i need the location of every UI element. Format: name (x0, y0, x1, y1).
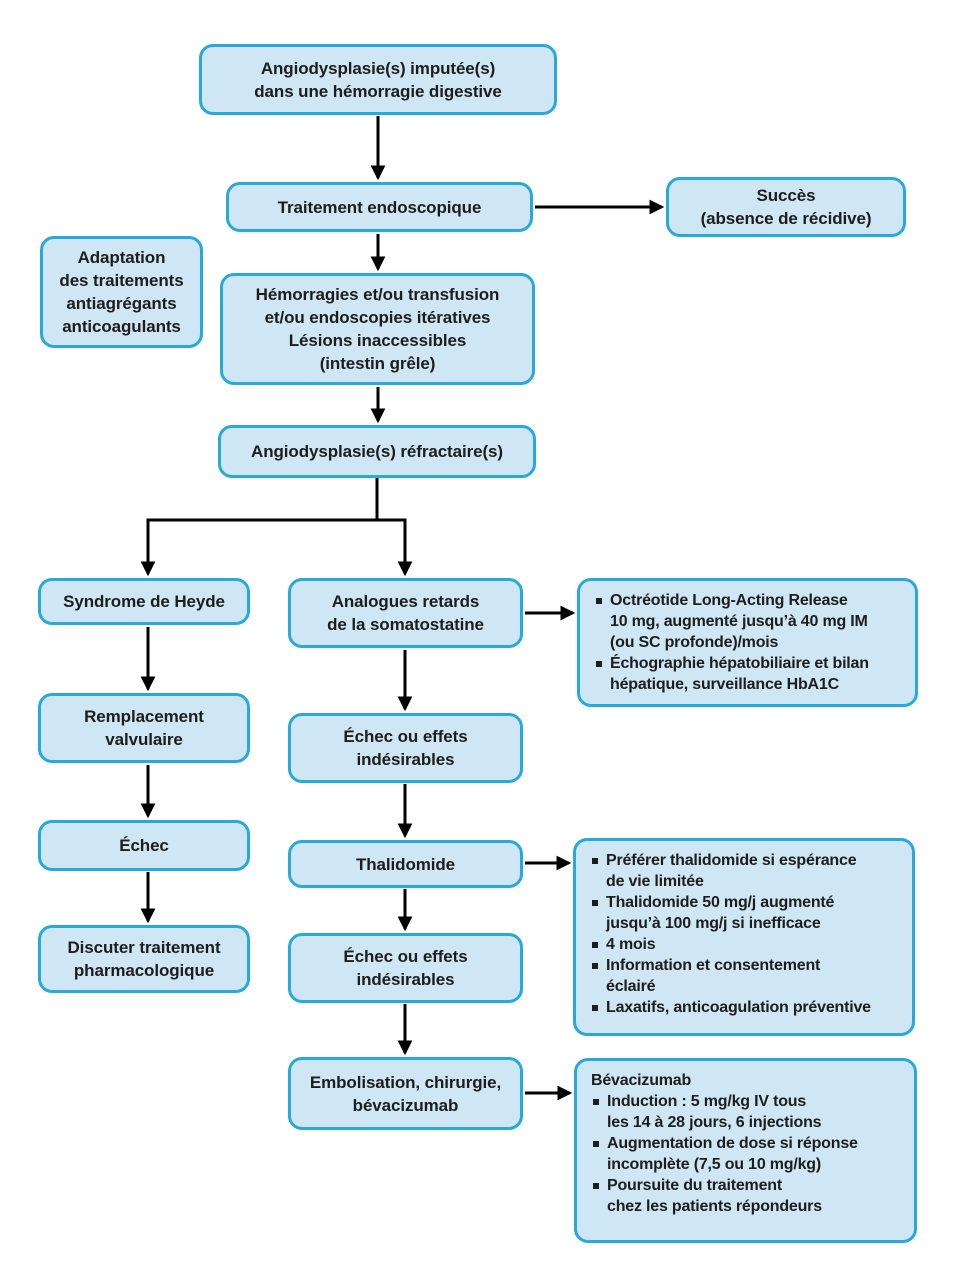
bullet-icon (593, 1099, 599, 1105)
node-angiodysplasia-refractory: Angiodysplasie(s) réfractaire(s) (218, 425, 536, 478)
list-item: Information et consentement éclairé (590, 955, 900, 997)
node-treatment-adaptation: Adaptation des traitements antiagrégants… (40, 236, 203, 348)
bullet-icon (593, 1183, 599, 1189)
node-endoscopic-treatment: Traitement endoscopique (226, 182, 533, 232)
note-bevacizumab-item-2: Augmentation de dose si réponse incomplè… (607, 1135, 858, 1173)
list-item: Augmentation de dose si réponse incomplè… (591, 1133, 902, 1175)
note-bevacizumab-item-3: Poursuite du traitement chez les patient… (607, 1177, 822, 1215)
note-octreotide-item-2: Échographie hépatobiliaire et bilan hépa… (610, 655, 869, 693)
note-bevacizumab-heading: Bévacizumab (591, 1072, 692, 1089)
node-failure-side-effects-2: Échec ou effets indésirables (288, 933, 523, 1003)
arrow-refractory-to-heyde (140, 478, 379, 577)
note-octreotide-item-1: Octréotide Long-Acting Release 10 mg, au… (610, 592, 868, 651)
node-failure-left: Échec (38, 820, 250, 871)
arrow-refractory-to-analogues (377, 518, 413, 577)
bullet-icon (593, 1141, 599, 1147)
node-valve-replacement: Remplacement valvulaire (38, 693, 250, 763)
node-somatostatin-analogues: Analogues retards de la somatostatine (288, 578, 523, 648)
list-item: Octréotide Long-Acting Release 10 mg, au… (594, 590, 903, 653)
node-discuss-pharmacologic: Discuter traitement pharmacologique (38, 925, 250, 993)
bullet-icon (592, 963, 598, 969)
list-item: Préférer thalidomide si espérance de vie… (590, 850, 900, 892)
node-angiodysplasia-imputed: Angiodysplasie(s) imputée(s) dans une hé… (199, 44, 557, 115)
bullet-icon (592, 900, 598, 906)
note-thalidomide-item-1: Préférer thalidomide si espérance de vie… (606, 852, 857, 890)
note-thalidomide-item-5: Laxatifs, anticoagulation préventive (606, 999, 871, 1016)
node-embolisation-surgery: Embolisation, chirurgie, bévacizumab (288, 1057, 523, 1130)
note-bevacizumab: Bévacizumab Induction : 5 mg/kg IV tous … (574, 1058, 917, 1243)
note-octreotide: Octréotide Long-Acting Release 10 mg, au… (577, 578, 918, 707)
list-item: Laxatifs, anticoagulation préventive (590, 997, 900, 1018)
node-hemorrhages-transfusion: Hémorragies et/ou transfusion et/ou endo… (220, 273, 535, 385)
note-thalidomide: Préférer thalidomide si espérance de vie… (573, 838, 915, 1036)
note-thalidomide-item-4: Information et consentement éclairé (606, 957, 821, 995)
node-heyde-syndrome: Syndrome de Heyde (38, 578, 250, 625)
node-failure-side-effects-1: Échec ou effets indésirables (288, 713, 523, 783)
bullet-icon (592, 1005, 598, 1011)
bullet-icon (596, 661, 602, 667)
note-thalidomide-item-2: Thalidomide 50 mg/j augmenté jusqu’à 100… (606, 894, 835, 932)
list-item: Échographie hépatobiliaire et bilan hépa… (594, 653, 903, 695)
bullet-icon (596, 598, 602, 604)
node-success: Succès (absence de récidive) (666, 177, 906, 237)
list-item: 4 mois (590, 934, 900, 955)
bullet-icon (592, 942, 598, 948)
node-thalidomide: Thalidomide (288, 840, 523, 888)
list-item: Induction : 5 mg/kg IV tous les 14 à 28 … (591, 1091, 902, 1133)
note-bevacizumab-item-1: Induction : 5 mg/kg IV tous les 14 à 28 … (607, 1093, 822, 1131)
list-item: Thalidomide 50 mg/j augmenté jusqu’à 100… (590, 892, 900, 934)
note-thalidomide-item-3: 4 mois (606, 936, 656, 953)
bullet-icon (592, 858, 598, 864)
list-item: Poursuite du traitement chez les patient… (591, 1175, 902, 1217)
